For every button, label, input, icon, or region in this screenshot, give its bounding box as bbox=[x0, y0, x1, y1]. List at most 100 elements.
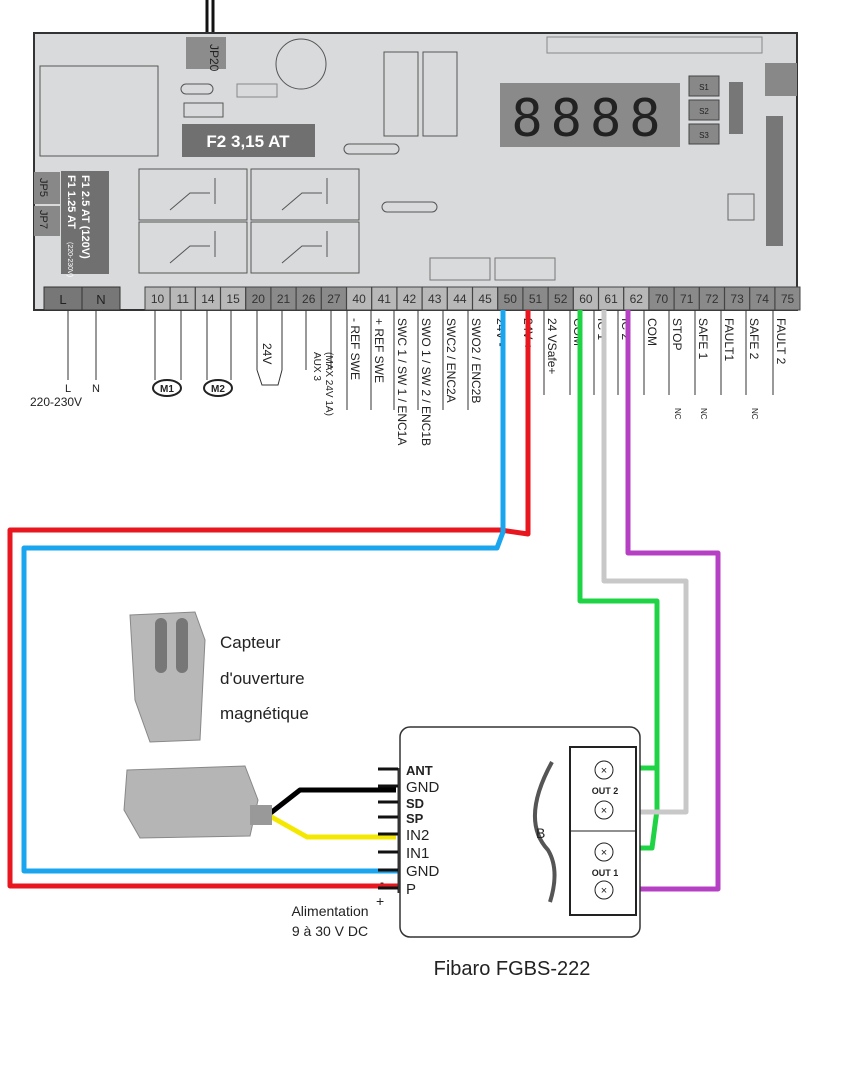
terminal-screws bbox=[594, 760, 614, 900]
transformer bbox=[39, 65, 159, 157]
svg-text:×: × bbox=[601, 847, 607, 859]
pin-in1: IN1 bbox=[406, 845, 429, 862]
terminal-function-label: SAFE 1 bbox=[696, 318, 710, 360]
supply-voltage: 9 à 30 V DC bbox=[292, 923, 368, 939]
power-input bbox=[67, 310, 97, 380]
control-board: JP20 F2 3,15 AT JP5 JP7 F1 1.25 AT (220-… bbox=[33, 32, 801, 311]
terminal-number: 52 bbox=[554, 292, 568, 306]
fuse-f2-label: F2 3,15 AT bbox=[206, 132, 290, 151]
power-n-label: N bbox=[92, 383, 100, 395]
pin-p: P bbox=[406, 881, 416, 898]
minus-sign: - bbox=[380, 875, 384, 889]
sensor-caption-line: magnétique bbox=[220, 704, 309, 723]
antenna-terminal bbox=[765, 63, 797, 96]
terminal-number: 60 bbox=[579, 292, 593, 306]
terminal-number: 74 bbox=[756, 292, 770, 306]
terminal-function-label: SWC2 / ENC2A bbox=[444, 318, 458, 403]
out1-label: OUT 1 bbox=[592, 868, 619, 878]
wire-purple bbox=[625, 310, 721, 892]
terminal-function-label: SWO 1 / SW 2 / ENC1B bbox=[419, 318, 433, 446]
magnetic-sensor: Capteur d'ouverture magnétique bbox=[123, 611, 309, 839]
terminal-function-label: + REF SWE bbox=[372, 318, 386, 383]
relays bbox=[138, 168, 360, 274]
pin-sd: SD bbox=[406, 796, 424, 811]
terminal-number: 70 bbox=[655, 292, 669, 306]
pin-in2: IN2 bbox=[406, 827, 429, 844]
terminal-number: 73 bbox=[730, 292, 744, 306]
terminal-function-label: 24 VSafe+ bbox=[545, 318, 559, 374]
center-letter: B bbox=[536, 825, 545, 841]
wire-red bbox=[7, 310, 531, 889]
terminal-number: 72 bbox=[705, 292, 719, 306]
pin-gnd: GND bbox=[406, 779, 440, 796]
wire-black bbox=[266, 787, 396, 817]
terminal-function-label: COM bbox=[645, 318, 659, 346]
wire-gray bbox=[601, 310, 689, 815]
motor-m2-icon bbox=[203, 379, 233, 397]
nc-label: NC bbox=[699, 408, 708, 420]
aux-label: AUX 3 bbox=[311, 352, 322, 381]
terminal-number: 10 bbox=[151, 292, 165, 306]
terminal-number: 62 bbox=[630, 292, 644, 306]
jp5-jumper bbox=[34, 172, 60, 204]
terminal-number: 41 bbox=[378, 292, 392, 306]
terminal-function-label: FAULT 2 bbox=[774, 318, 788, 365]
terminal-function-label: STOP bbox=[670, 318, 684, 350]
wire-yellow bbox=[266, 812, 396, 840]
supply-label: Alimentation bbox=[291, 903, 368, 919]
wire-blue bbox=[21, 310, 506, 874]
pin-ant: ANT bbox=[406, 763, 433, 778]
sensor-caption-line: Capteur bbox=[220, 633, 281, 652]
svg-text:×: × bbox=[601, 885, 607, 897]
nc-label: NC bbox=[673, 408, 682, 420]
button-s1[interactable] bbox=[688, 75, 720, 97]
terminal-number: 75 bbox=[781, 292, 795, 306]
motor-m1-icon bbox=[152, 379, 182, 397]
motor-wiring bbox=[154, 310, 332, 386]
terminal-function-label: SAFE 2 bbox=[747, 318, 761, 360]
terminal-number: 14 bbox=[201, 292, 215, 306]
motor-m2-label: M2 bbox=[211, 384, 225, 395]
terminal-n: N bbox=[96, 292, 105, 307]
module-title: Fibaro FGBS-222 bbox=[434, 958, 591, 980]
pin-gnd: GND bbox=[406, 863, 440, 880]
fuse-f1 bbox=[61, 171, 109, 274]
button-s3[interactable] bbox=[688, 123, 720, 145]
svg-text:×: × bbox=[601, 765, 607, 777]
terminal-number: 40 bbox=[352, 292, 366, 306]
terminal-number: 51 bbox=[529, 292, 543, 306]
terminal-number: 26 bbox=[302, 292, 316, 306]
terminal-l: L bbox=[59, 292, 66, 307]
jp7-jumper bbox=[34, 206, 60, 236]
connector-strip bbox=[766, 116, 783, 246]
button-s2[interactable] bbox=[688, 99, 720, 121]
terminal-number: 21 bbox=[277, 292, 291, 306]
motor-m1-label: M1 bbox=[160, 384, 174, 395]
fuse-f1-label: F1 1.25 AT bbox=[65, 175, 77, 229]
svg-text:×: × bbox=[601, 805, 607, 817]
board-buttons: S1 S2 S3 bbox=[688, 75, 720, 145]
terminal-number: 43 bbox=[428, 292, 442, 306]
magnet-part-icon bbox=[129, 611, 206, 743]
fuse-f2 bbox=[182, 124, 315, 157]
terminal-number: 50 bbox=[504, 292, 518, 306]
nc-label: NC bbox=[750, 408, 759, 420]
button-s2-label: S2 bbox=[699, 107, 709, 116]
jp20-jumper bbox=[186, 37, 226, 69]
wire-green bbox=[577, 310, 660, 851]
terminal-number: 11 bbox=[176, 292, 189, 306]
seven-segment-display bbox=[500, 83, 680, 147]
terminal-number: 15 bbox=[226, 292, 240, 306]
terminal-function-label: - REF SWE bbox=[348, 318, 362, 380]
button-s3-label: S3 bbox=[699, 131, 709, 140]
aux-note: (MAX 24V 1A) bbox=[323, 352, 334, 416]
fuse-f1-alt-label: F1 2.5 AT (120V) bbox=[79, 175, 91, 259]
plus-sign: + bbox=[376, 893, 384, 909]
terminal-number: 61 bbox=[604, 292, 618, 306]
lamp-label: 24V bbox=[260, 343, 274, 364]
terminal-number: 42 bbox=[403, 292, 417, 306]
pin-sp: SP bbox=[406, 811, 424, 826]
